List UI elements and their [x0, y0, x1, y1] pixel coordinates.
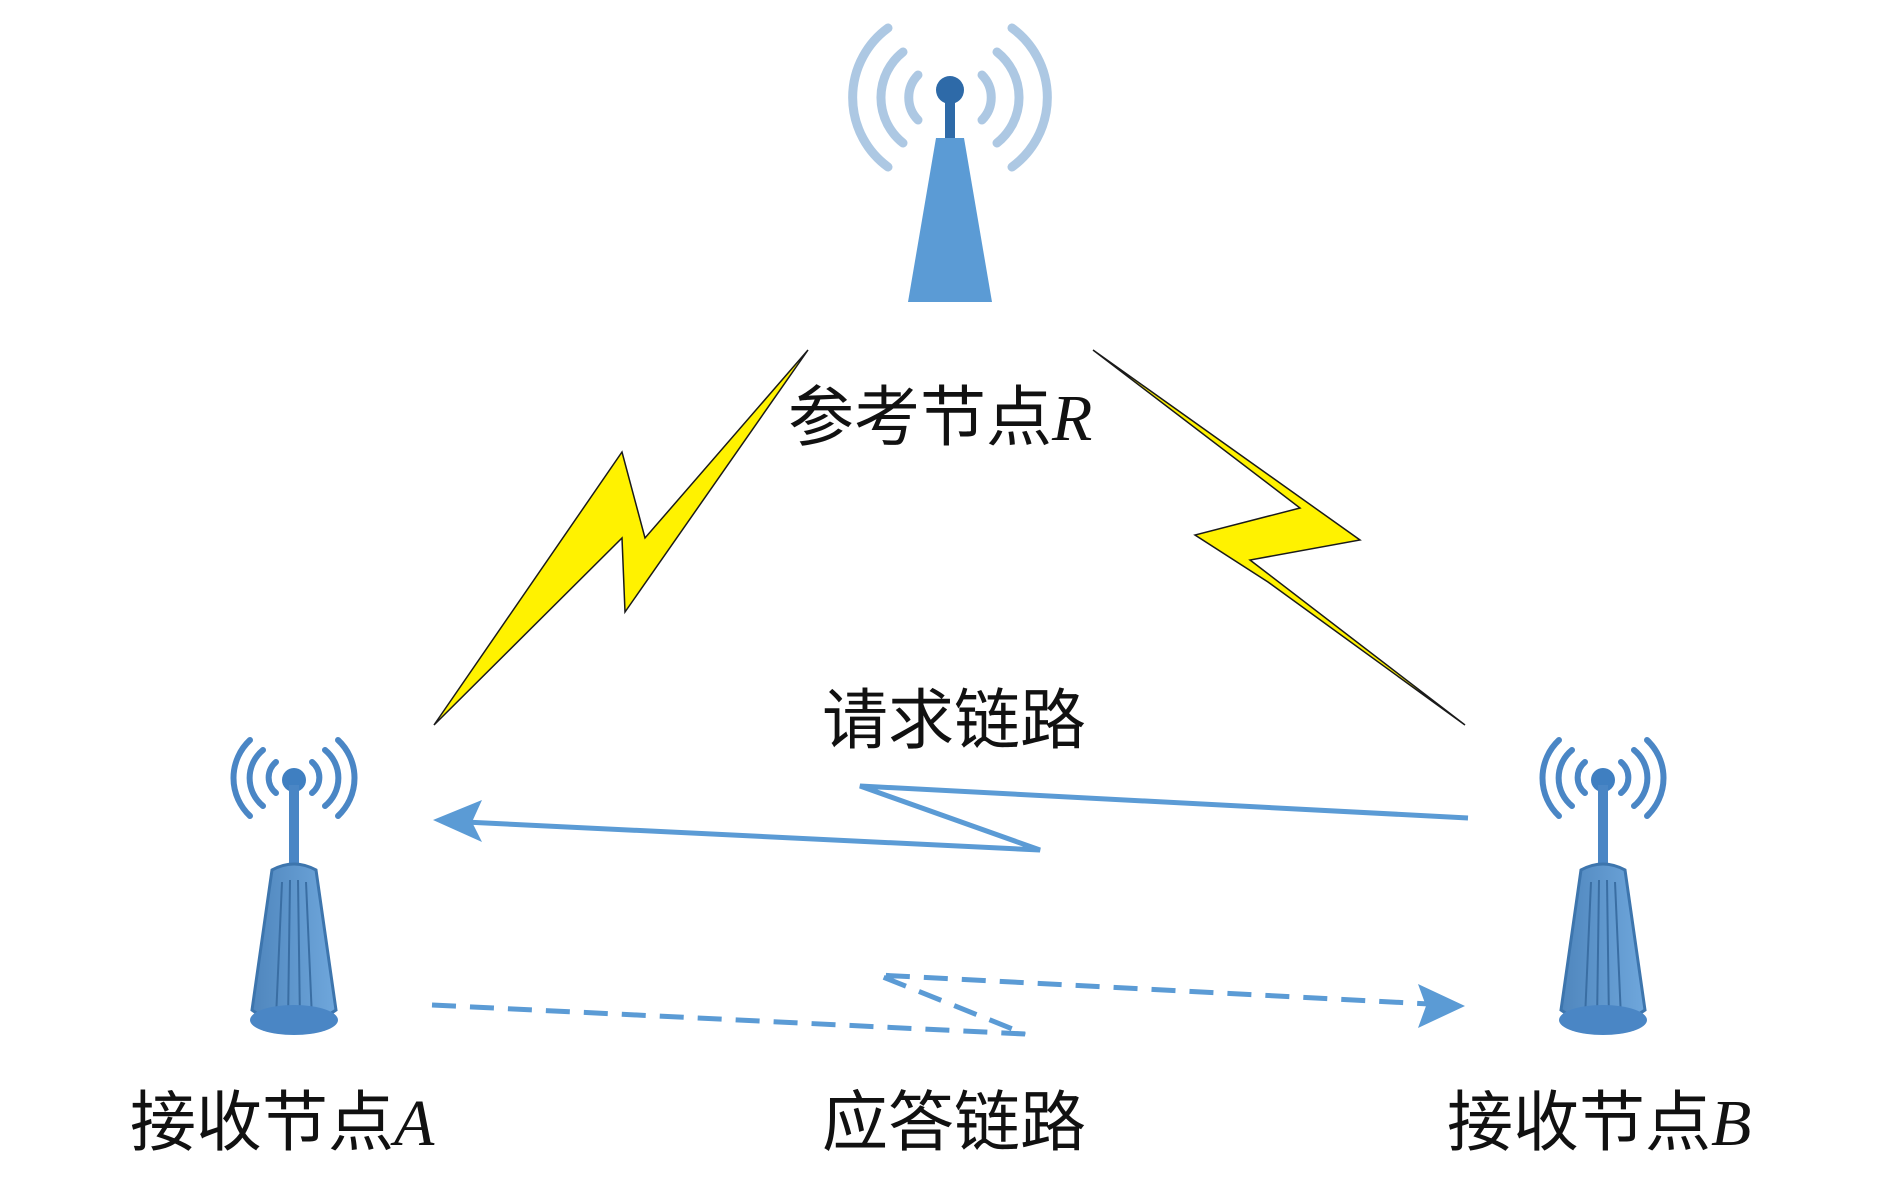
reference-tower-icon — [848, 23, 1052, 302]
receiver-a-text: 接收节点 — [130, 1084, 394, 1161]
receiver-b-antenna-icon — [1539, 737, 1667, 1035]
receiver-a-letter: A — [394, 1087, 435, 1160]
reference-node-text: 参考节点 — [788, 379, 1052, 456]
request-link-text: 请求链路 — [822, 682, 1086, 759]
request-link-arrow — [433, 783, 1469, 853]
response-link-text: 应答链路 — [822, 1084, 1086, 1161]
lightning-left-icon — [433, 349, 809, 726]
request-link-label: 请求链路 — [822, 688, 1086, 754]
reference-node-letter: R — [1052, 382, 1093, 455]
receiver-a-label: 接收节点A — [130, 1090, 434, 1157]
receiver-b-label: 接收节点B — [1447, 1090, 1751, 1157]
lightning-right-icon — [1092, 349, 1466, 726]
response-link-label: 应答链路 — [822, 1090, 1086, 1156]
receiver-b-letter: B — [1711, 1087, 1752, 1160]
receiver-b-text: 接收节点 — [1447, 1084, 1711, 1161]
reference-node-label: 参考节点R — [788, 385, 1092, 452]
response-link-arrow — [431, 972, 1465, 1037]
receiver-a-antenna-icon — [230, 737, 358, 1035]
